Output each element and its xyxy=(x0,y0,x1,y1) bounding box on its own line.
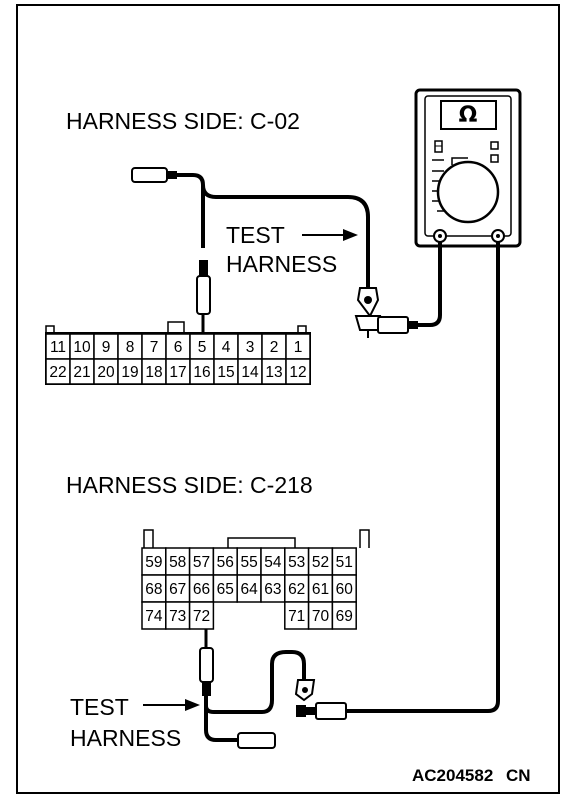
c02-pin-15-cell xyxy=(213,358,239,385)
probe-pin-c218 xyxy=(199,628,214,696)
c218-pin-69-cell xyxy=(331,601,357,630)
c02-pin-18: 18 xyxy=(145,364,162,381)
c218-pin-66: 66 xyxy=(193,581,210,598)
c218-pin-68: 68 xyxy=(145,581,162,598)
c02-pin-22: 22 xyxy=(49,364,66,381)
meter-lead-right xyxy=(346,242,500,713)
figure-code: AC204582 xyxy=(412,766,493,785)
c218-pin-73: 73 xyxy=(169,608,186,625)
c02-pin-7: 7 xyxy=(150,339,159,356)
c02-pin-15: 15 xyxy=(217,364,234,381)
connector-c218: 59 58 57 56 55 54 53 52 51 68 67 66 65 64 63 62 61 60 74 73… xyxy=(141,529,370,630)
c02-pin-10: 10 xyxy=(73,339,91,356)
c218-pin-54: 54 xyxy=(264,554,282,571)
c218-pin-67: 67 xyxy=(169,581,186,598)
c218-pin-60: 60 xyxy=(336,581,354,598)
c02-pin-18-cell xyxy=(141,358,167,385)
c218-pin-52: 52 xyxy=(312,554,329,571)
c02-pin-22-cell xyxy=(45,358,71,385)
c218-pin-61: 61 xyxy=(312,581,329,598)
meter-lead-left xyxy=(377,242,442,334)
figure-suffix: CN xyxy=(506,766,531,785)
c02-pin-5: 5 xyxy=(198,339,207,356)
c02-pin-6: 6 xyxy=(174,339,183,356)
c218-pin-69: 69 xyxy=(336,608,353,625)
c02-pin-2: 2 xyxy=(270,339,279,356)
c02-pin-16-cell xyxy=(189,358,215,385)
c218-pin-59: 59 xyxy=(145,554,162,571)
label-harness-side-c218: HARNESS SIDE: C-218 xyxy=(66,472,313,498)
c02-pin-9: 9 xyxy=(102,339,111,356)
test-harness-wire-top xyxy=(167,173,370,288)
c02-pin-3: 3 xyxy=(246,339,255,356)
c02-pin-11: 11 xyxy=(50,339,66,356)
c218-pin-72-cell xyxy=(188,601,215,630)
label-test-harness-bottom-line2: HARNESS xyxy=(70,725,181,751)
c02-pin-8: 8 xyxy=(126,339,135,356)
c218-pin-62: 62 xyxy=(288,581,305,598)
c02-pin-1: 1 xyxy=(294,339,303,356)
c218-pin-70: 70 xyxy=(312,608,330,625)
c02-pin-4: 4 xyxy=(222,339,231,356)
c218-pin-51: 51 xyxy=(336,554,353,571)
c02-pin-12-cell xyxy=(285,358,311,385)
c218-pin-53: 53 xyxy=(288,554,305,571)
label-harness-side-c02: HARNESS SIDE: C-02 xyxy=(66,108,300,134)
c218-pin-72: 72 xyxy=(193,608,210,625)
c218-pin-74: 74 xyxy=(145,608,163,625)
clip-icon xyxy=(294,679,316,717)
label-test-harness-top-line1: TEST xyxy=(226,222,285,248)
c218-pin-63: 63 xyxy=(264,581,281,598)
plug-icon xyxy=(131,167,177,183)
c218-pin-64: 64 xyxy=(240,581,258,598)
c218-pin-58: 58 xyxy=(169,554,186,571)
c02-pin-19: 19 xyxy=(121,364,138,381)
c02-pin-13: 13 xyxy=(265,364,282,381)
meter-lead-right-plug xyxy=(306,702,347,720)
c02-pin-12: 12 xyxy=(289,364,306,381)
c02-pin-16: 16 xyxy=(193,364,210,381)
test-harness-wire-bottom xyxy=(204,650,306,742)
c218-pin-55: 55 xyxy=(240,554,257,571)
ohmmeter-display-symbol: Ω xyxy=(459,103,478,128)
c218-pin-56: 56 xyxy=(217,554,234,571)
c02-pin-21: 21 xyxy=(73,364,90,381)
arrow-icon xyxy=(302,229,358,241)
probe-pin-c02 xyxy=(196,260,211,334)
ohmmeter-icon: Ω xyxy=(414,88,522,248)
c02-pin-21-cell xyxy=(69,358,95,385)
label-test-harness-top-line2: HARNESS xyxy=(226,251,337,277)
c02-pin-6-cell xyxy=(165,333,191,360)
c218-pin-71: 71 xyxy=(288,608,305,625)
c02-pin-17: 17 xyxy=(169,364,186,381)
plug-icon xyxy=(237,732,276,749)
c02-pin-14: 14 xyxy=(241,364,259,381)
c02-pin-20: 20 xyxy=(97,364,115,381)
c02-pin-14-cell xyxy=(237,358,263,385)
arrow-icon xyxy=(143,699,200,711)
c218-pin-65: 65 xyxy=(217,581,234,598)
label-test-harness-bottom-line1: TEST xyxy=(70,694,129,720)
clip-icon xyxy=(354,287,382,338)
c02-pin-1-cell xyxy=(285,333,311,360)
c218-pin-57: 57 xyxy=(193,554,210,571)
